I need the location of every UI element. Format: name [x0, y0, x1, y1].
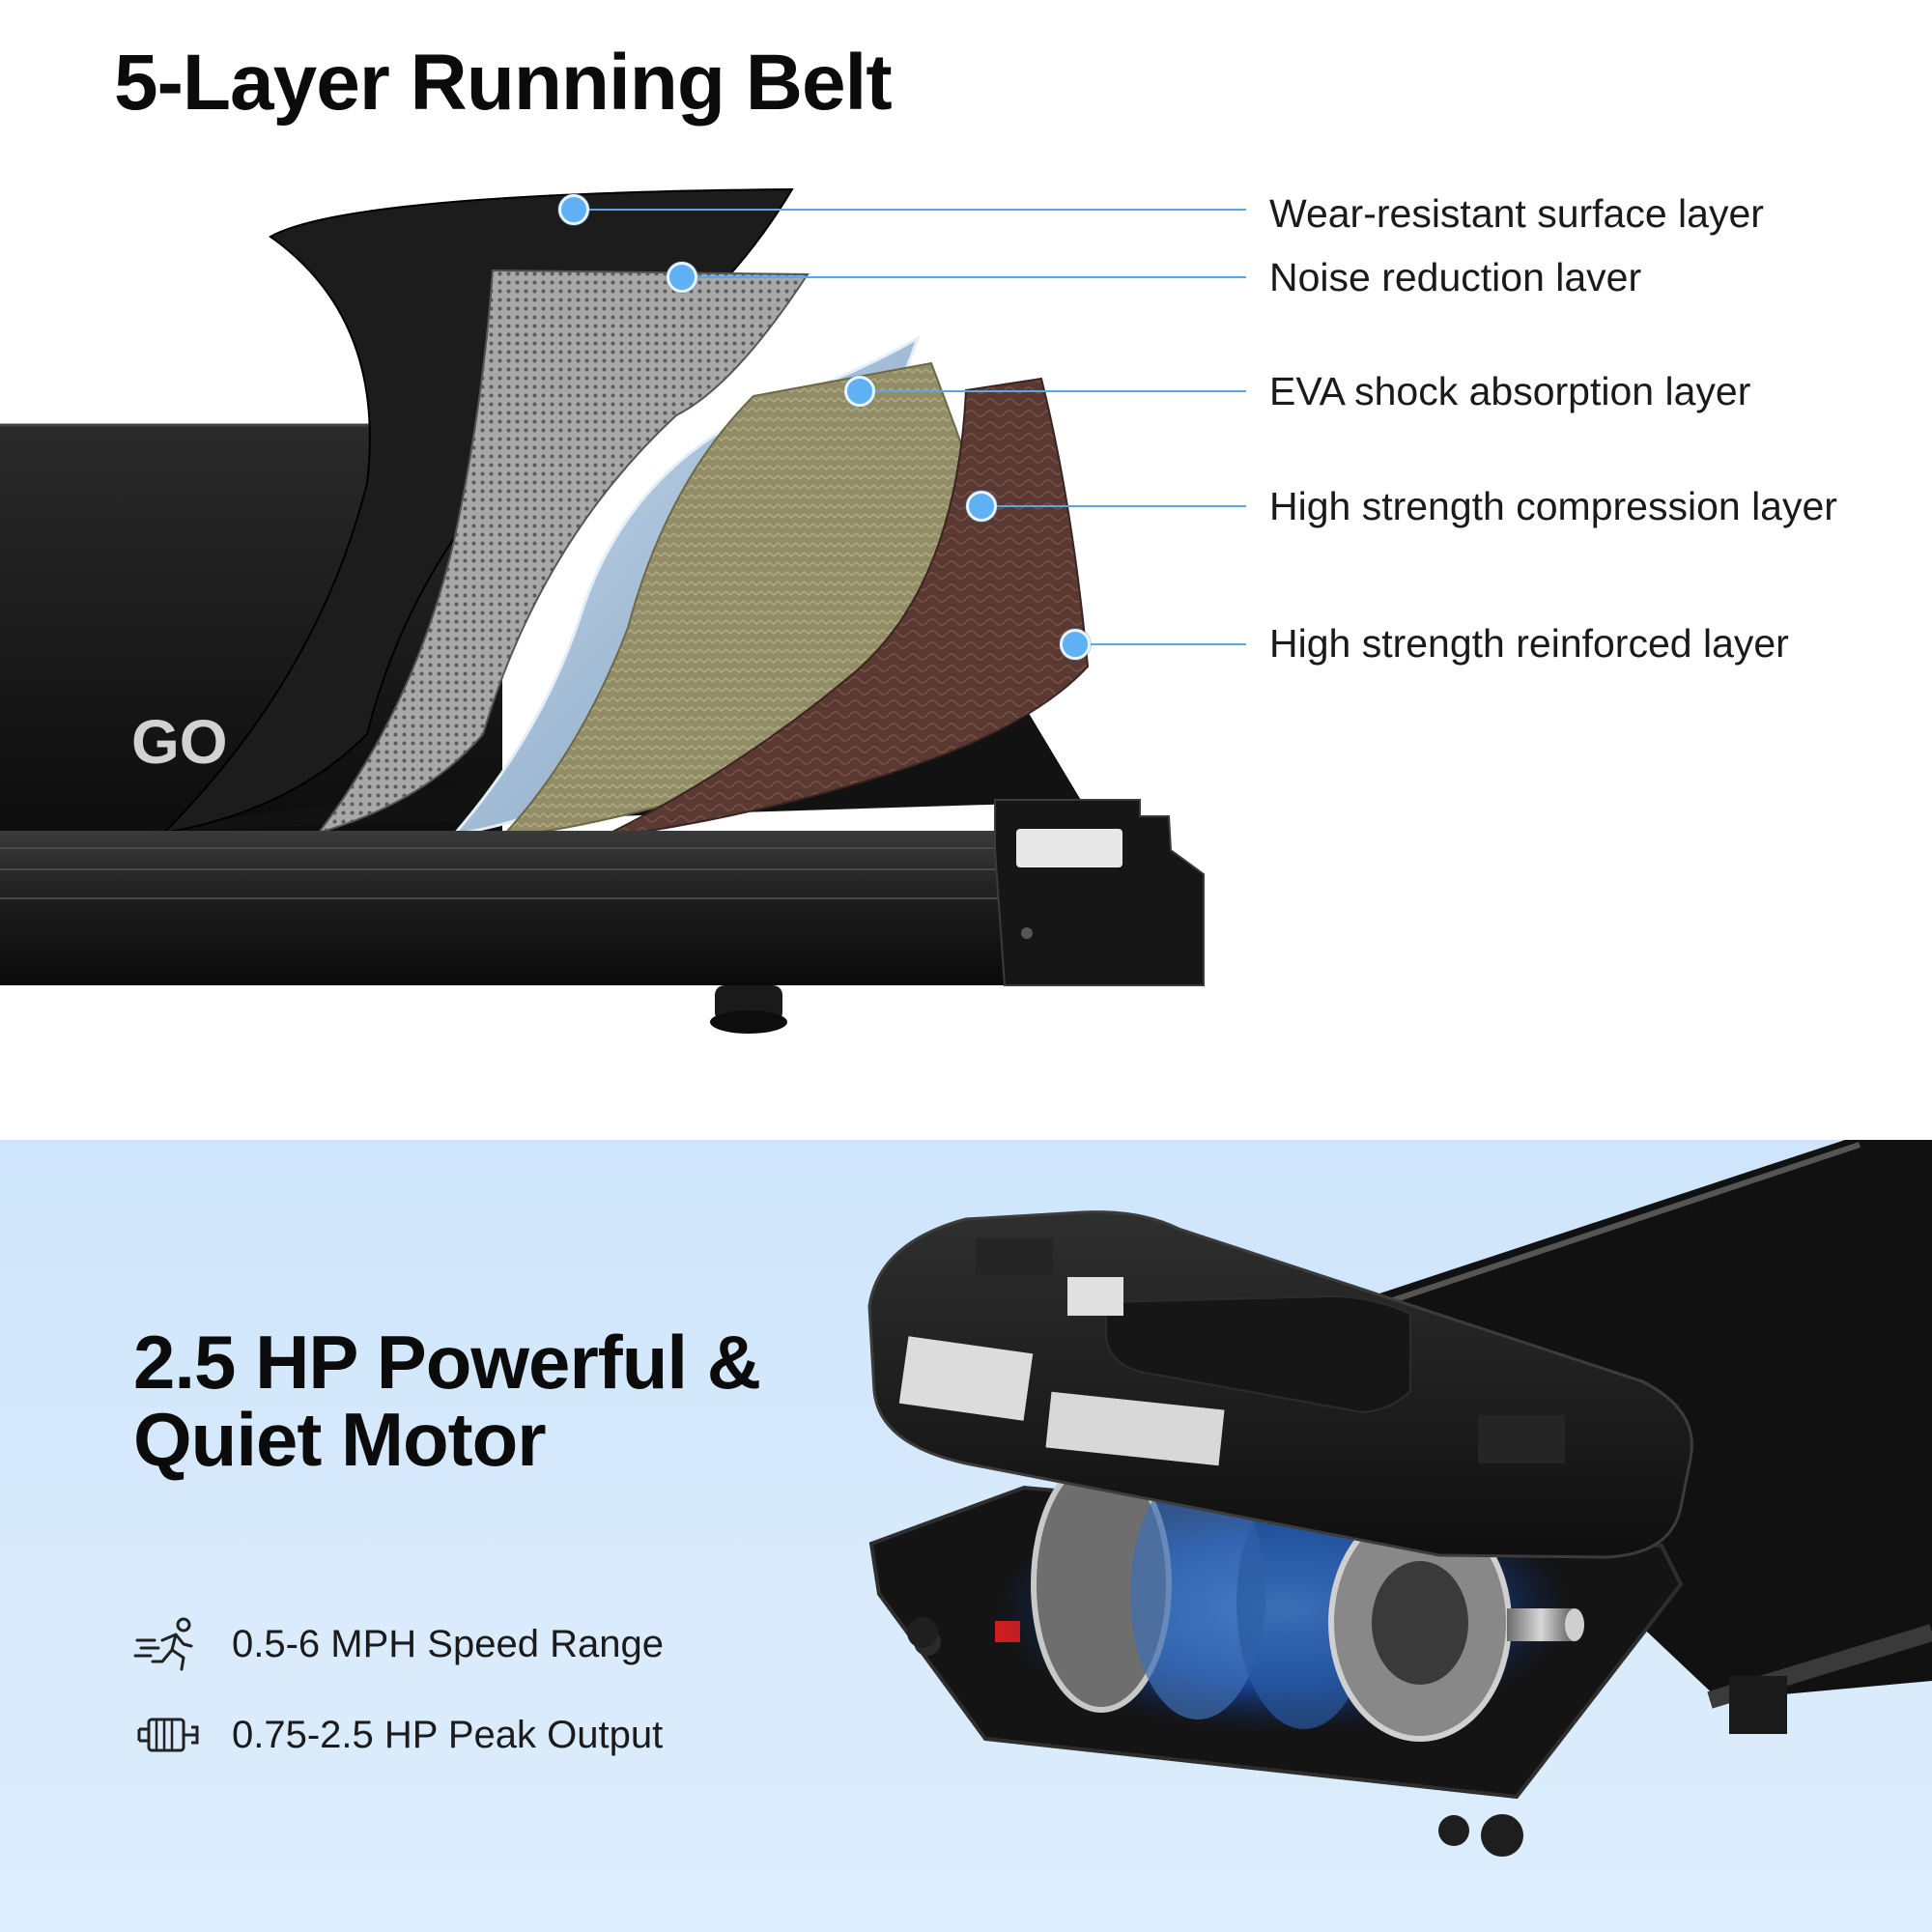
rear-foot [1729, 1676, 1787, 1734]
leader-dot-eva [844, 376, 875, 407]
spec-label [1045, 1391, 1225, 1466]
reinforced-layer-sheet [598, 377, 1090, 839]
front-wheel [1481, 1814, 1523, 1857]
speaker-grille-left [976, 1238, 1053, 1275]
treadmill-belt-illustration: GO [0, 187, 1205, 1034]
belt-section-title: 5-Layer Running Belt [114, 39, 893, 127]
motor-icon [137, 1718, 199, 1752]
control-panel [1105, 1294, 1411, 1414]
leader-dot-reinforced [1060, 629, 1091, 660]
layer-label-surface: Wear-resistant surface layer [1269, 191, 1764, 236]
leader-dot-noise [667, 262, 697, 293]
spec-text-speed: 0.5-6 MPH Speed Range [232, 1622, 664, 1665]
motor-section-title: 2.5 HP Powerful & Quiet Motor [133, 1323, 810, 1478]
leader-line-eva [860, 390, 1246, 392]
runner-icon [133, 1617, 193, 1671]
motor-section: 2.5 HP Powerful & Quiet Motor 0.5-6 MPH … [0, 1140, 1932, 1932]
layer-label-compression: High strength compression layer [1269, 484, 1837, 528]
qr-label [1067, 1277, 1123, 1316]
layer-label-noise: Noise reduction laver [1269, 255, 1642, 299]
motor-title-line-2: Quiet Motor [133, 1397, 547, 1482]
brand-mark: GO [131, 707, 228, 777]
spec-text-output: 0.75-2.5 HP Peak Output [232, 1713, 664, 1756]
layer-label-reinforced: High strength reinforced layer [1269, 621, 1789, 666]
speaker-grille-right [1478, 1415, 1565, 1463]
spec-row-speed: 0.5-6 MPH Speed Range [133, 1615, 664, 1673]
leader-line-compression [981, 505, 1246, 507]
motor-title-line-1: 2.5 HP Powerful & [133, 1320, 761, 1405]
noise-layer-sheet [316, 269, 810, 835]
leader-dot-surface [558, 194, 589, 225]
leader-line-surface [574, 209, 1246, 211]
rear-end-cap [994, 799, 1205, 986]
leader-line-reinforced [1075, 643, 1246, 645]
layer-label-eva: EVA shock absorption layer [1269, 369, 1751, 413]
leader-dot-compression [966, 491, 997, 522]
leader-line-noise [682, 276, 1246, 278]
side-label [898, 1336, 1034, 1421]
belt-section: GO 5-Layer Running Belt Wear-resistant s… [0, 39, 1837, 1034]
warning-sticker [1016, 829, 1122, 867]
spec-row-output: 0.75-2.5 HP Peak Output [133, 1706, 663, 1764]
motor-illustration [867, 1140, 1932, 1857]
side-rail [0, 831, 1005, 985]
motor-shaft [1507, 1608, 1575, 1641]
